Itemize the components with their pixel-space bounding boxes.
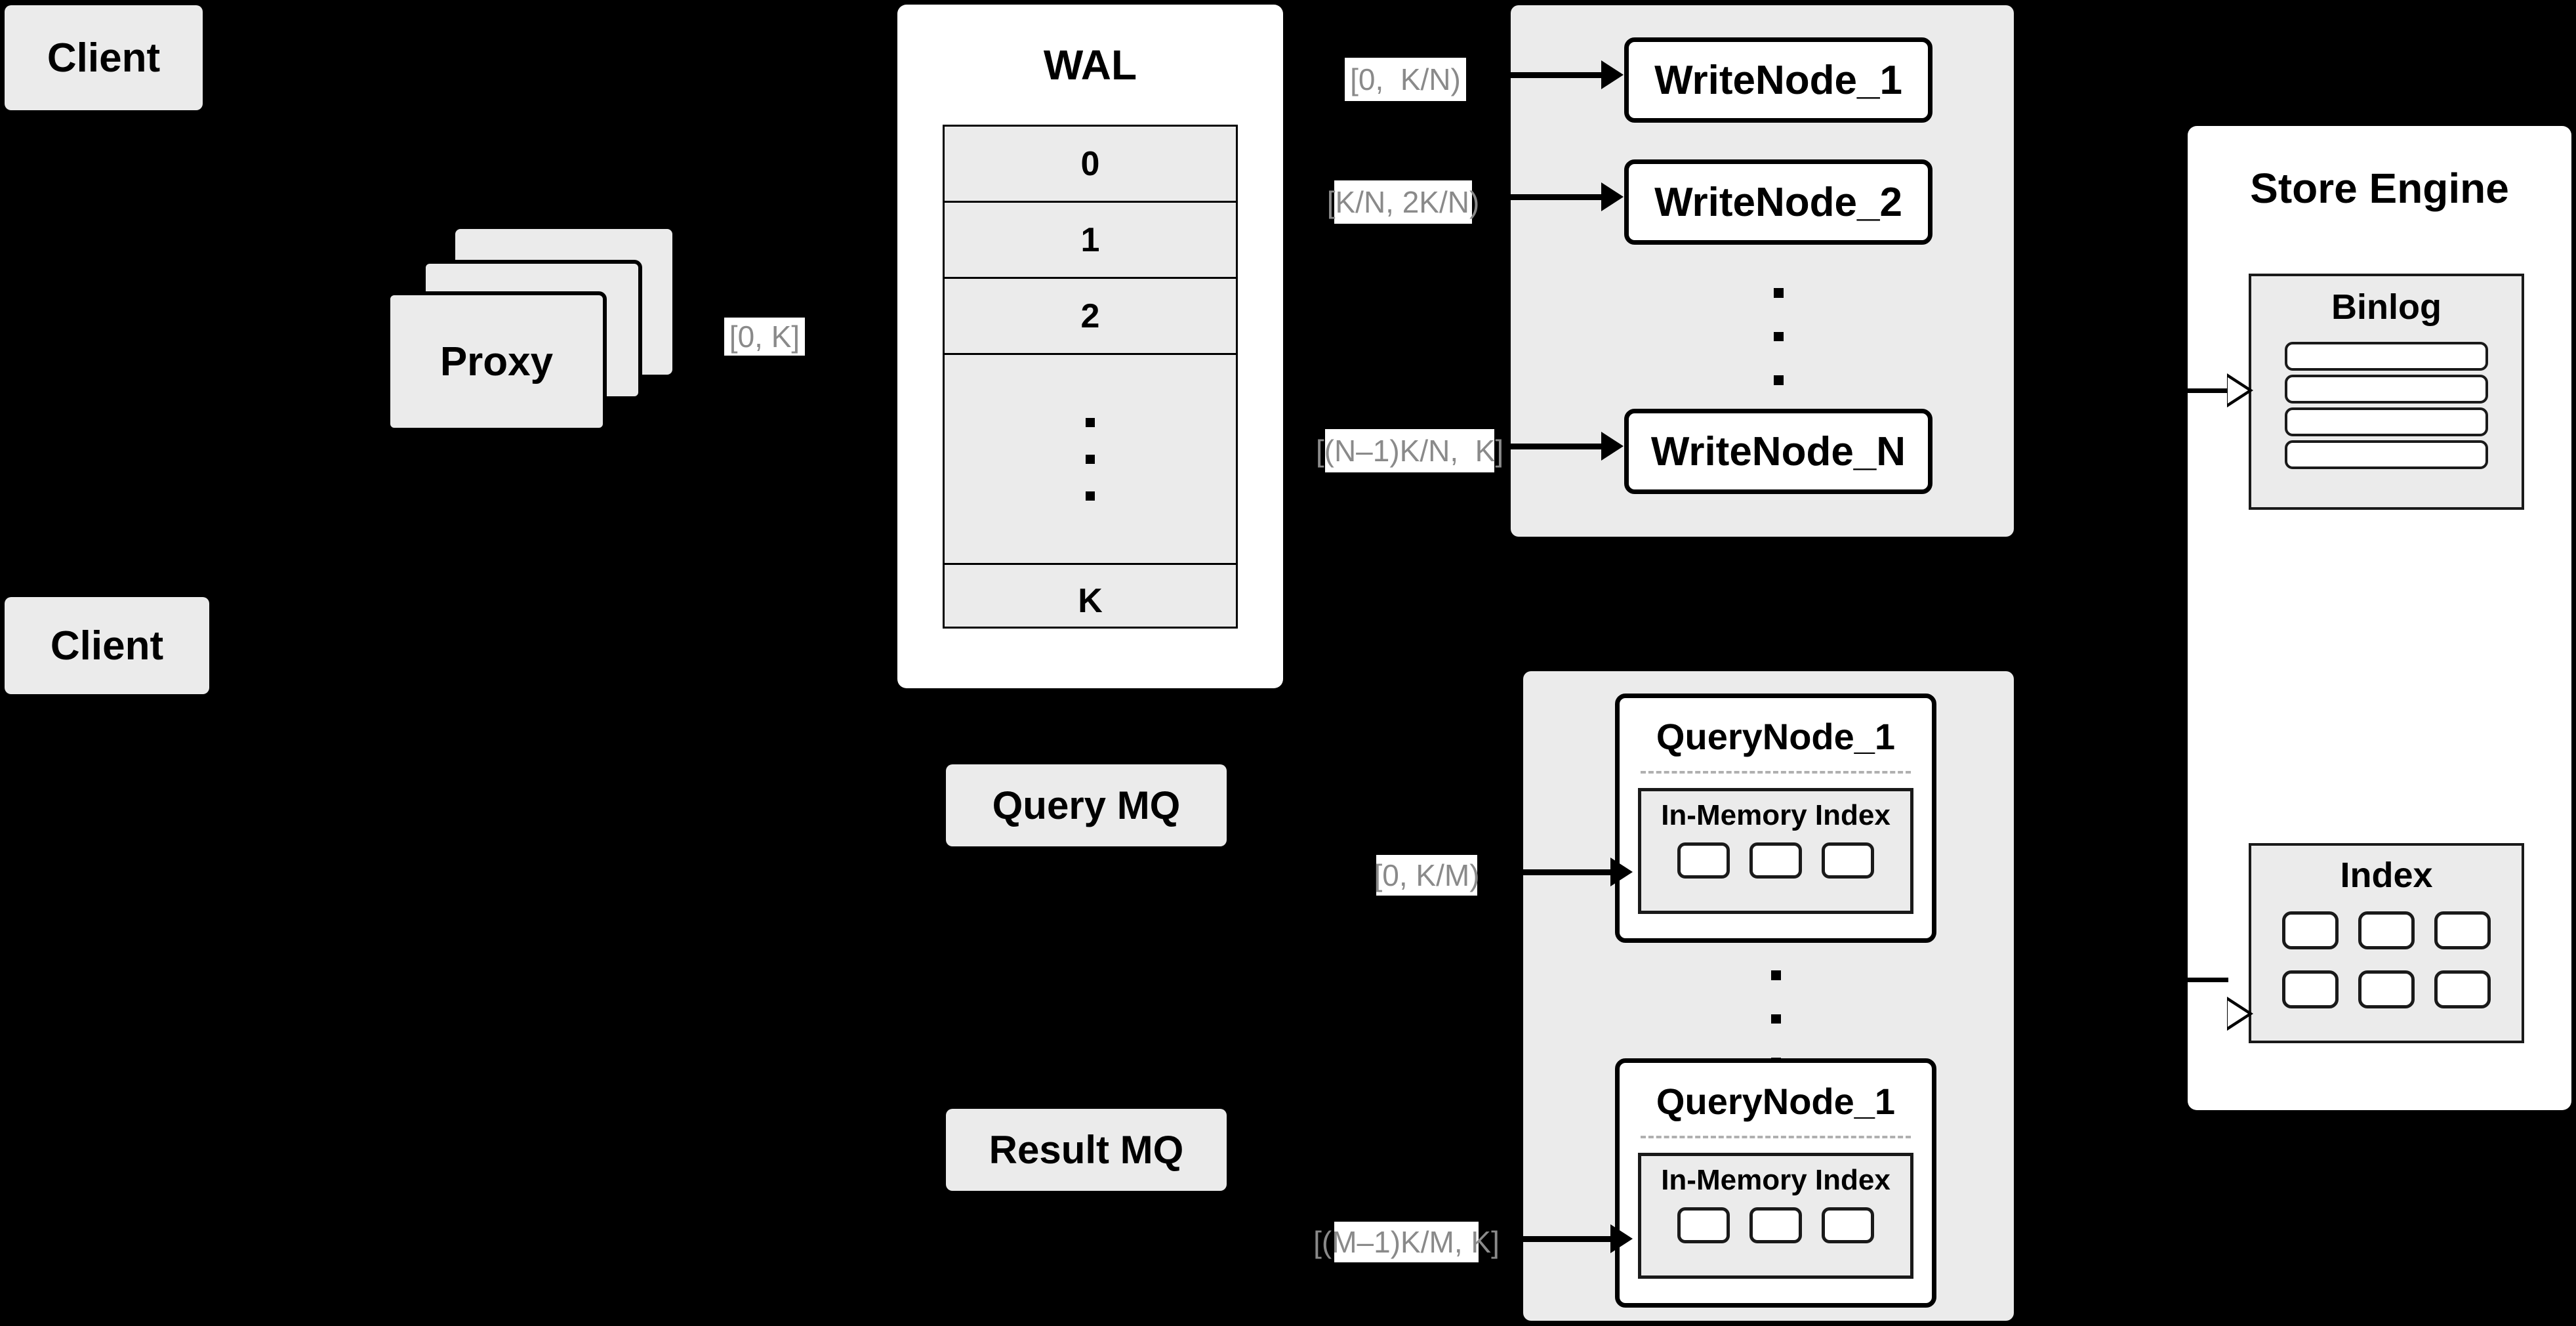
query-node-last-separator: [1641, 1136, 1911, 1138]
range-label-proxy-to-wal-text: [0, K]: [729, 320, 800, 354]
query-node-1-in-memory-index-title: In-Memory Index: [1661, 799, 1891, 831]
wal-cell[interactable]: 2: [945, 279, 1236, 355]
index-chip[interactable]: [2434, 911, 2491, 949]
index-chip[interactable]: [2434, 970, 2491, 1008]
binlog-segment[interactable]: [2285, 407, 2488, 436]
index-panel: Index: [2249, 843, 2524, 1043]
write-node-2-label: WriteNode_2: [1654, 179, 1902, 225]
query-node-1-index-segment[interactable]: [1749, 842, 1802, 879]
wal-entry-stack: 0 1 2 K: [943, 125, 1238, 629]
query-node-last-label: QueryNode_1: [1656, 1081, 1896, 1122]
index-chip[interactable]: [2358, 911, 2415, 949]
binlog-segment[interactable]: [2285, 375, 2488, 404]
range-label-query-node-last-text: [(M–1)K/M, K]: [1313, 1225, 1500, 1259]
arrow-to-binlog-line: [2188, 388, 2228, 393]
store-engine-panel: Store Engine Binlog Index: [2188, 126, 2571, 1110]
index-chip[interactable]: [2282, 970, 2339, 1008]
arrow-to-write-node-2-head: [1601, 182, 1624, 211]
write-node-n-label: WriteNode_N: [1650, 428, 1906, 474]
write-node-2-box[interactable]: WriteNode_2: [1624, 159, 1932, 245]
range-label-write-node-2-text: [K/N, 2K/N): [1326, 185, 1480, 219]
range-label-query-node-first: [0, K/M): [1374, 855, 1480, 896]
wal-panel: WAL 0 1 2 K: [897, 5, 1283, 688]
arrow-to-query-node-last-line: [1523, 1236, 1612, 1242]
arrow-to-query-node-first-head: [1610, 858, 1633, 886]
binlog-title: Binlog: [2331, 287, 2442, 327]
client-node-1-label: Client: [47, 35, 161, 81]
query-node-1-index-segment[interactable]: [1677, 842, 1730, 879]
write-node-cluster-panel: WriteNode_1 WriteNode_2 WriteNode_N: [1511, 5, 2014, 537]
query-node-cluster-panel: QueryNode_1 In-Memory Index: [1523, 671, 2014, 1321]
arrow-to-index-line: [2188, 978, 2228, 982]
query-node-1-label: QueryNode_1: [1656, 716, 1896, 757]
query-node-last-index-segment[interactable]: [1822, 1207, 1874, 1243]
query-node-last-label-wrap: QueryNode_1: [1620, 1080, 1932, 1123]
write-node-1-label: WriteNode_1: [1654, 57, 1902, 103]
range-label-write-node-1-text: [0, K/N): [1350, 62, 1461, 96]
index-chip[interactable]: [2282, 911, 2339, 949]
arrow-to-write-node-n-head: [1601, 432, 1624, 461]
index-chip[interactable]: [2358, 970, 2415, 1008]
query-node-last-index-segment[interactable]: [1749, 1207, 1802, 1243]
query-node-1-in-memory-index-panel: In-Memory Index: [1638, 788, 1913, 914]
store-engine-title: Store Engine: [2250, 165, 2509, 212]
arrow-to-write-node-1-line: [1511, 72, 1603, 78]
proxy-label: Proxy: [440, 339, 554, 384]
wal-cell-ellipsis: [945, 355, 1236, 565]
write-node-n-box[interactable]: WriteNode_N: [1624, 409, 1932, 494]
range-label-write-node-1: [0, K/N): [1345, 58, 1466, 101]
query-node-1-separator: [1641, 771, 1911, 774]
binlog-panel: Binlog: [2249, 274, 2524, 510]
wal-cell[interactable]: 0: [945, 127, 1236, 203]
index-title: Index: [2340, 856, 2433, 895]
client-node-2-label: Client: [50, 623, 164, 669]
query-node-1-label-wrap: QueryNode_1: [1620, 715, 1932, 758]
wal-cell[interactable]: K: [1078, 582, 1103, 620]
query-node-last-in-memory-index-title: In-Memory Index: [1661, 1164, 1891, 1196]
query-node-last-index-segment[interactable]: [1677, 1207, 1730, 1243]
arrow-to-write-node-n-line: [1511, 444, 1603, 449]
query-node-last-in-memory-index-panel: In-Memory Index: [1638, 1153, 1913, 1279]
client-node-2[interactable]: Client: [5, 597, 209, 694]
range-label-query-node-first-text: [0, K/M): [1374, 858, 1480, 892]
range-label-query-node-last: [(M–1)K/M, K]: [1313, 1222, 1500, 1262]
query-mq-node[interactable]: Query MQ: [946, 764, 1227, 846]
arrow-to-query-node-last-head: [1610, 1224, 1633, 1253]
binlog-segment[interactable]: [2285, 342, 2488, 371]
binlog-segment[interactable]: [2285, 440, 2488, 469]
arrow-to-write-node-2-line: [1511, 194, 1603, 200]
proxy-stack[interactable]: Proxy: [384, 217, 679, 433]
arrow-to-query-node-first-line: [1523, 869, 1612, 875]
arrow-to-binlog-head: [2227, 373, 2253, 407]
wal-title: WAL: [1043, 41, 1137, 89]
write-node-1-box[interactable]: WriteNode_1: [1624, 37, 1932, 123]
write-node-vertical-ellipsis-icon: [1734, 271, 1823, 402]
query-node-1-index-segment[interactable]: [1822, 842, 1874, 879]
range-label-proxy-to-wal: [0, K]: [724, 318, 805, 356]
proxy-card-front[interactable]: Proxy: [386, 291, 607, 432]
query-mq-label: Query MQ: [992, 783, 1181, 827]
range-label-write-node-n: [(N–1)K/N, K]: [1316, 429, 1503, 472]
client-node-1[interactable]: Client: [5, 5, 203, 110]
range-label-write-node-n-text: [(N–1)K/N, K]: [1315, 434, 1504, 468]
result-mq-node[interactable]: Result MQ: [946, 1109, 1227, 1191]
query-node-1-box[interactable]: QueryNode_1 In-Memory Index: [1615, 694, 1936, 943]
range-label-write-node-2: [K/N, 2K/N): [1327, 180, 1479, 224]
arrow-to-index-head: [2227, 997, 2253, 1031]
wal-cell[interactable]: 1: [945, 203, 1236, 279]
query-node-last-box[interactable]: QueryNode_1 In-Memory Index: [1615, 1058, 1936, 1308]
arrow-to-write-node-1-head: [1601, 60, 1624, 89]
wal-vertical-ellipsis-icon: [1086, 404, 1095, 514]
result-mq-label: Result MQ: [989, 1128, 1184, 1172]
